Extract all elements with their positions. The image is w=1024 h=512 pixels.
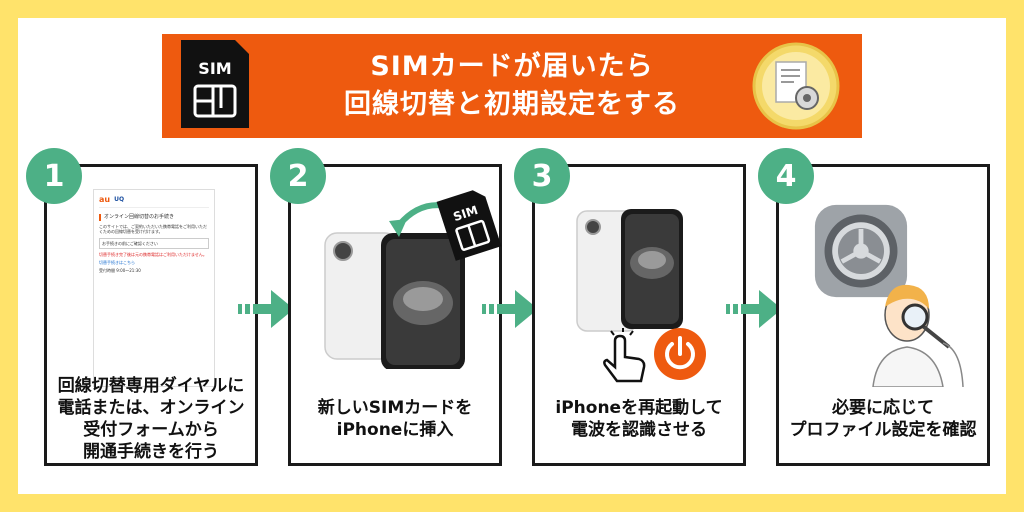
arrow-right-icon — [726, 290, 782, 328]
screenshot-notice-box: お手続きの前にご確認ください — [99, 238, 209, 249]
step-1-caption: 回線切替専用ダイヤルに 電話または、オンライン 受付フォームから 開通手続きを行… — [47, 375, 255, 463]
iphone-illustration — [576, 209, 683, 332]
step-number-1: 1 — [26, 148, 82, 204]
step-4-caption: 必要に応じて プロファイル設定を確認 — [779, 397, 987, 441]
document-gear-icon — [752, 42, 840, 130]
step-2-caption: 新しいSIMカードを iPhoneに挿入 — [291, 397, 499, 441]
step-1-line: 開通手続きを行う — [83, 442, 219, 462]
au-logo: au — [99, 195, 111, 204]
sim-card-icon: SIM — [436, 190, 502, 261]
uq-logo: UQ — [114, 196, 125, 203]
step-4-line: 必要に応じて — [832, 398, 934, 418]
power-icon — [654, 328, 706, 380]
screenshot-text: このサイトでは、ご契約いただいた携帯電話をご利用いただくための回線切替を受け付け… — [99, 224, 207, 234]
step-number-2: 2 — [270, 148, 326, 204]
arrow-right-icon — [482, 290, 538, 328]
step-card-3: iPhoneを再起動して 電波を認識させる — [532, 164, 746, 466]
step-1-line: 回線切替専用ダイヤルに — [57, 376, 245, 396]
step-3-caption: iPhoneを再起動して 電波を認識させる — [535, 397, 743, 441]
online-form-screenshot: au UQ オンライン回線切替のお手続き このサイトでは、ご契約いただいた携帯電… — [93, 189, 215, 387]
step-3-line: iPhoneを再起動して — [555, 398, 723, 418]
screenshot-link: 切替手続きはこちら — [99, 260, 135, 265]
magnifier-person-icon — [872, 284, 964, 387]
step-2-line: iPhoneに挿入 — [336, 420, 454, 440]
screenshot-warning: 切替手続き完了後は元の携帯電話はご利用いただけません。 — [99, 252, 207, 257]
sim-banner-label: SIM — [198, 59, 231, 78]
banner-title: SIMカードが届いたら 回線切替と初期設定をする — [162, 48, 862, 124]
sim-card-icon: SIM — [181, 40, 249, 128]
settings-gear-icon — [814, 204, 908, 298]
screenshot-header: au UQ — [99, 195, 209, 208]
iphone-illustration — [324, 232, 465, 369]
banner-title-line2: 回線切替と初期設定をする — [344, 89, 680, 120]
step-2-line: 新しいSIMカードを — [317, 398, 473, 418]
screenshot-hours: 受付時間 9:00〜21:30 — [99, 268, 141, 273]
step-number-4: 4 — [758, 148, 814, 204]
banner-title-line1: SIMカードが届いたら — [370, 51, 654, 82]
step-1-line: 電話または、オンライン — [57, 398, 245, 418]
tap-hand-icon — [603, 328, 646, 383]
step-1-line: 受付フォームから — [83, 420, 219, 440]
arrow-right-icon — [238, 290, 294, 328]
step-3-line: 電波を認識させる — [571, 420, 707, 440]
step-card-2: SIM 新しいSIMカードを iPhoneに挿入 — [288, 164, 502, 466]
step-4-line: プロファイル設定を確認 — [789, 420, 977, 440]
step-card-4: 必要に応じて プロファイル設定を確認 — [776, 164, 990, 466]
step-card-1: au UQ オンライン回線切替のお手続き このサイトでは、ご契約いただいた携帯電… — [44, 164, 258, 466]
screenshot-heading: オンライン回線切替のお手続き — [99, 214, 209, 221]
step-number-3: 3 — [514, 148, 570, 204]
title-banner: SIMカードが届いたら 回線切替と初期設定をする — [162, 34, 862, 138]
